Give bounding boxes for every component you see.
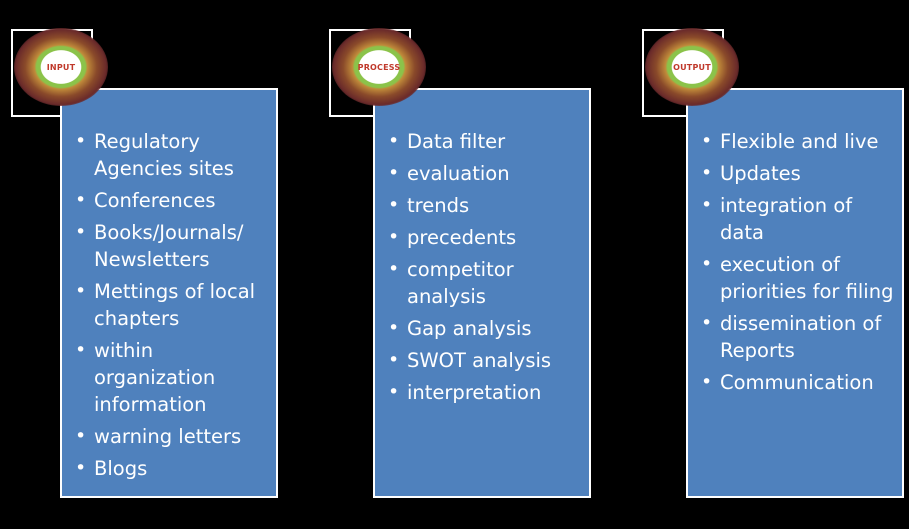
- output-item: dissemination of Reports: [701, 310, 894, 364]
- process-item: SWOT analysis: [388, 347, 581, 374]
- output-item: Updates: [701, 160, 894, 187]
- process-item: interpretation: [388, 379, 581, 406]
- process-panel: Data filter evaluation trends precedents…: [373, 88, 591, 498]
- process-item: precedents: [388, 224, 581, 251]
- output-item: integration of data: [701, 192, 894, 246]
- input-badge-label: INPUT: [46, 62, 76, 72]
- output-item: Flexible and live: [701, 128, 894, 155]
- process-badge: PROCESS: [332, 28, 426, 106]
- output-list: Flexible and live Updates integration of…: [688, 90, 902, 396]
- process-item: Data filter: [388, 128, 581, 155]
- input-item: warning letters: [75, 423, 268, 450]
- input-item: Regulatory Agencies sites: [75, 128, 268, 182]
- process-badge-label: PROCESS: [357, 62, 401, 72]
- input-item: within organization information: [75, 337, 268, 418]
- input-panel: Regulatory Agencies sites Conferences Bo…: [60, 88, 278, 498]
- output-badge-label: OUTPUT: [673, 62, 711, 72]
- output-item: execution of priorities for filing: [701, 251, 894, 305]
- input-item: Conferences: [75, 187, 268, 214]
- process-item: competitor analysis: [388, 256, 581, 310]
- input-list: Regulatory Agencies sites Conferences Bo…: [62, 90, 276, 482]
- input-item: Mettings of local chapters: [75, 278, 268, 332]
- input-item: Blogs: [75, 455, 268, 482]
- input-item: Books/Journals/ Newsletters: [75, 219, 268, 273]
- output-badge: OUTPUT: [645, 28, 739, 106]
- process-item: evaluation: [388, 160, 581, 187]
- output-item: Communication: [701, 369, 894, 396]
- input-badge: INPUT: [14, 28, 108, 106]
- process-item: trends: [388, 192, 581, 219]
- output-panel: Flexible and live Updates integration of…: [686, 88, 904, 498]
- process-item: Gap analysis: [388, 315, 581, 342]
- process-list: Data filter evaluation trends precedents…: [375, 90, 589, 406]
